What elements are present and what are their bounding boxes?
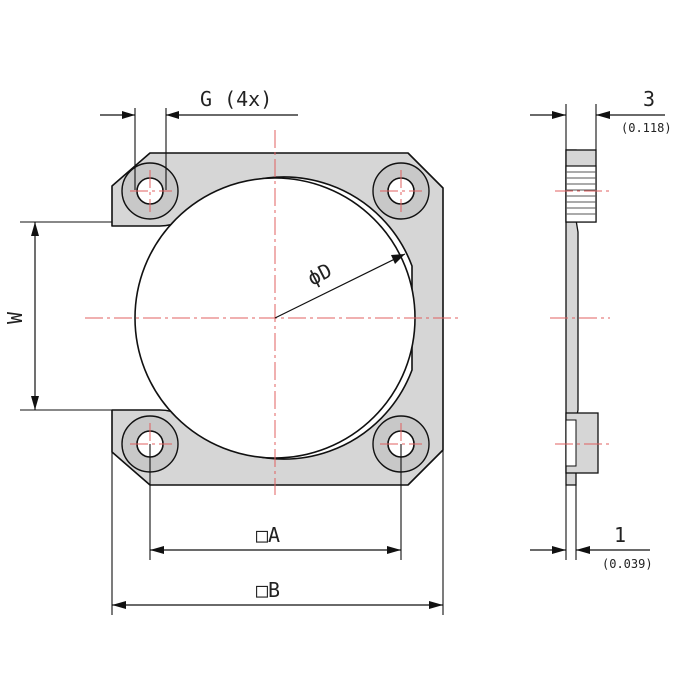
dimension-thickness: 3 (0.118) (530, 87, 672, 150)
front-view (85, 130, 460, 495)
dimension-g: G (4x) (100, 87, 298, 190)
label-thickness-in: (0.118) (621, 121, 672, 135)
dimension-w: W (3, 221, 112, 411)
side-bottom-thread (565, 419, 577, 467)
label-g: G (4x) (200, 87, 272, 111)
dimension-flange: 1 (0.039) (530, 485, 653, 571)
label-a: □A (256, 523, 280, 547)
dimension-b: □B (111, 450, 444, 615)
side-view (550, 149, 610, 486)
label-w: W (3, 311, 27, 324)
label-b: □B (256, 578, 280, 602)
label-flange-in: (0.039) (602, 557, 653, 571)
thread-hatch (566, 171, 596, 215)
side-top-thread (565, 165, 597, 223)
label-thickness-mm: 3 (643, 87, 655, 111)
label-flange-mm: 1 (614, 523, 626, 547)
dimension-a: □A (149, 444, 402, 560)
